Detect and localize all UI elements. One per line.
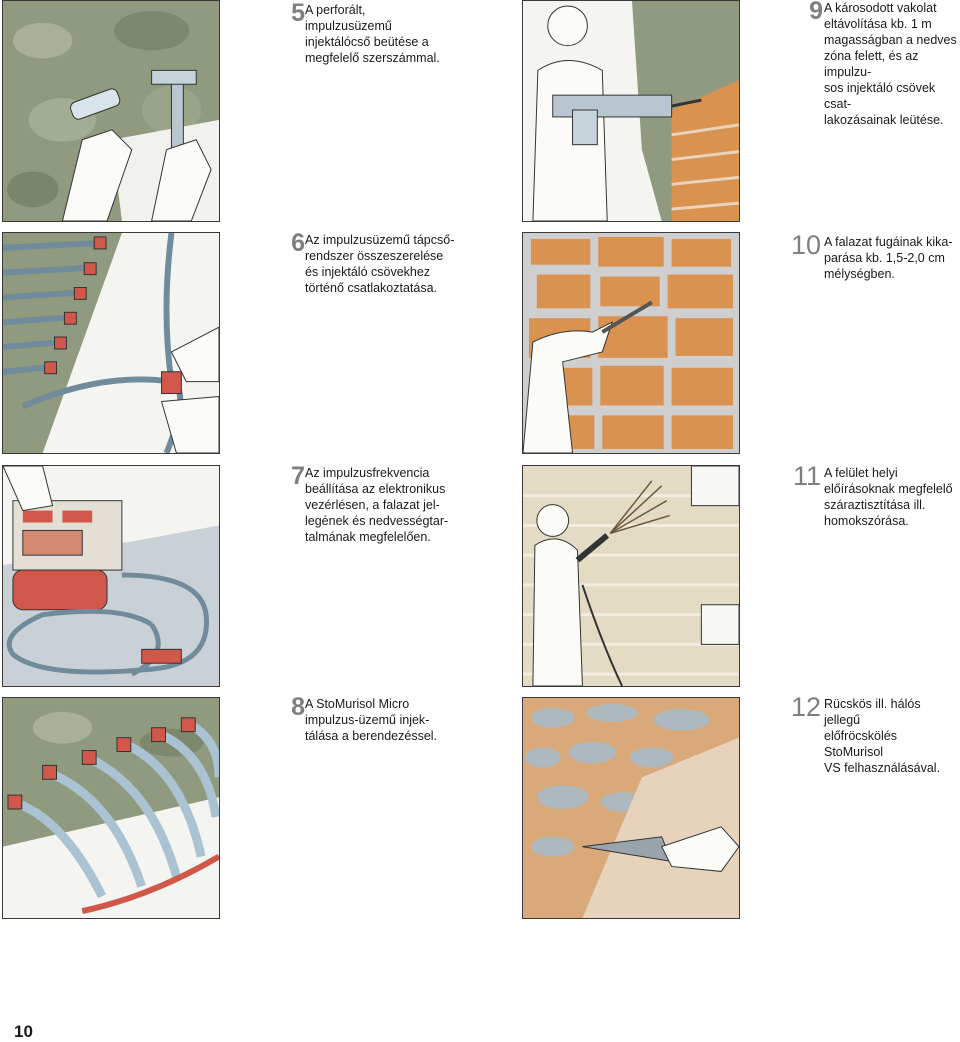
step-number: 8 xyxy=(291,693,305,721)
illustration-step-9 xyxy=(522,0,740,222)
step-description: A falazat fugáinak kika- parása kb. 1,5-… xyxy=(824,235,953,281)
illustration-step-10 xyxy=(522,232,740,454)
illustration-step-11 xyxy=(522,465,740,687)
step-number: 6 xyxy=(291,229,305,257)
step-description: Az impulzusüzemű tápcső- rendszer összes… xyxy=(305,233,455,295)
step-description: A felület helyi előírásoknak megfelelő s… xyxy=(824,466,953,528)
illustration-step-6 xyxy=(2,232,220,454)
step-number: 11 xyxy=(792,461,821,491)
step-number: 9 xyxy=(809,0,823,25)
step-number: 10 xyxy=(790,230,821,260)
sandblasting-illustration xyxy=(523,466,739,686)
page-number: 10 xyxy=(14,1022,33,1041)
spatter-coat-illustration xyxy=(523,698,739,918)
step-description: Az impulzusfrekvencia beállítása az elek… xyxy=(305,466,449,544)
illustration-step-5 xyxy=(2,0,220,222)
step-number: 5 xyxy=(291,0,305,27)
joint-raking-illustration xyxy=(523,233,739,453)
hammer-tube-illustration xyxy=(3,1,219,221)
plaster-removal-illustration xyxy=(523,1,739,221)
injection-illustration xyxy=(3,698,219,918)
illustration-step-7 xyxy=(2,465,220,687)
control-unit-illustration xyxy=(3,466,219,686)
step-description: A károsodott vakolat eltávolítása kb. 1 … xyxy=(824,1,957,127)
step-number: 12 xyxy=(790,692,821,722)
pipe-assembly-illustration xyxy=(3,233,219,453)
step-number: 7 xyxy=(291,462,305,490)
illustration-step-8 xyxy=(2,697,220,919)
illustration-step-12 xyxy=(522,697,740,919)
step-description: Rücskös ill. hálós jellegű előfröcskölés… xyxy=(824,697,941,775)
step-description: A StoMurisol Micro impulzus-üzemű injek-… xyxy=(305,697,438,743)
step-description: A perforált, impulzusüzemű injektálócső … xyxy=(305,3,440,65)
